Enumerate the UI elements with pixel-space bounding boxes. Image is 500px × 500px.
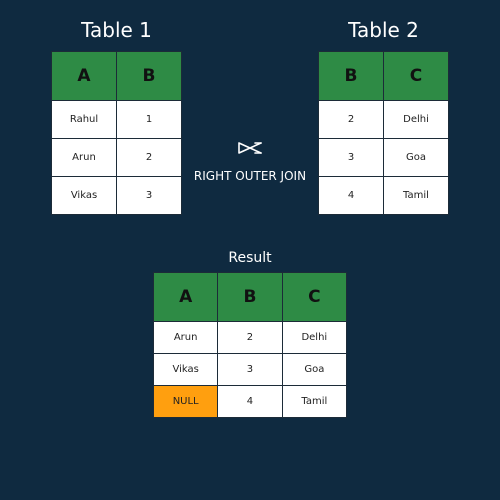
table-cell: 3 bbox=[217, 353, 283, 386]
table2: B C 2 Delhi 3 Goa 4 Tamil bbox=[318, 51, 449, 215]
header-cell: C bbox=[383, 51, 449, 101]
table-cell: 1 bbox=[116, 100, 182, 139]
table-cell: Goa bbox=[383, 138, 449, 177]
header-cell: A bbox=[152, 272, 219, 322]
table-row: Arun 2 Delhi bbox=[152, 321, 348, 354]
table-cell: Arun bbox=[152, 321, 219, 354]
join-label: RIGHT OUTER JOIN bbox=[193, 169, 307, 183]
table1-title: Table 1 bbox=[81, 18, 152, 42]
table1: A B Rahul 1 Arun 2 Vikas 3 bbox=[51, 51, 182, 215]
table-cell: 4 bbox=[217, 385, 283, 418]
result-table: A B C Arun 2 Delhi Vikas 3 Goa NULL 4 Ta… bbox=[152, 272, 348, 418]
table-cell: Tamil bbox=[383, 176, 449, 215]
table-cell: 2 bbox=[116, 138, 182, 177]
table-cell: 3 bbox=[318, 138, 384, 177]
right-outer-join-icon bbox=[238, 142, 262, 154]
table-row: Vikas 3 Goa bbox=[152, 353, 348, 386]
table-row: 4 Tamil bbox=[318, 176, 449, 215]
table-header-row: A B C bbox=[152, 272, 348, 322]
table-header-row: B C bbox=[318, 51, 449, 101]
join-operator: RIGHT OUTER JOIN bbox=[185, 138, 315, 184]
table-row: 3 Goa bbox=[318, 138, 449, 177]
table-cell: Vikas bbox=[152, 353, 219, 386]
table-row: NULL 4 Tamil bbox=[152, 385, 348, 418]
table2-title: Table 2 bbox=[348, 18, 419, 42]
null-cell: NULL bbox=[152, 385, 219, 418]
table-cell: 2 bbox=[217, 321, 283, 354]
table-cell: Arun bbox=[51, 138, 117, 177]
table-cell: Tamil bbox=[281, 385, 348, 418]
header-cell: B bbox=[217, 272, 283, 322]
table-cell: Delhi bbox=[383, 100, 449, 139]
table-header-row: A B bbox=[51, 51, 182, 101]
table-cell: Delhi bbox=[281, 321, 348, 354]
table-row: Vikas 3 bbox=[51, 176, 182, 215]
table-cell: 3 bbox=[116, 176, 182, 215]
table-cell: 4 bbox=[318, 176, 384, 215]
table-cell: Goa bbox=[281, 353, 348, 386]
table-row: Arun 2 bbox=[51, 138, 182, 177]
result-title: Result bbox=[228, 250, 272, 266]
header-cell: C bbox=[281, 272, 348, 322]
header-cell: A bbox=[51, 51, 117, 101]
table-cell: Vikas bbox=[51, 176, 117, 215]
table-row: Rahul 1 bbox=[51, 100, 182, 139]
table-row: 2 Delhi bbox=[318, 100, 449, 139]
table-cell: Rahul bbox=[51, 100, 117, 139]
header-cell: B bbox=[116, 51, 182, 101]
header-cell: B bbox=[318, 51, 384, 101]
table-cell: 2 bbox=[318, 100, 384, 139]
